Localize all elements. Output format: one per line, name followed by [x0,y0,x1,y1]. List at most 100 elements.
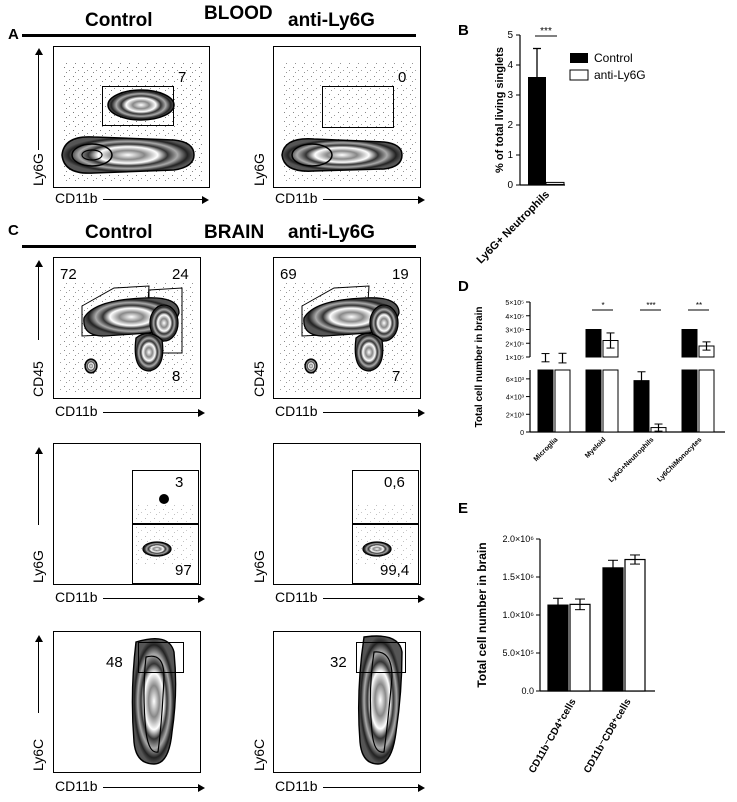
brain-anti-cd45-plot: 69 19 7 [273,257,421,399]
brain-anti-cd45-pct-3: 7 [392,368,401,385]
brain-control-cd45-x-arrow [103,412,199,413]
brain-anti-ly6c-xlabel: CD11b [275,778,318,794]
blood-control-xlabel: CD11b [55,190,98,206]
chart-b-legend-anti: anti-Ly6G [594,68,646,82]
chart-b-ylabel: % of total living singlets [494,47,506,173]
chart-d-sig-1: * [601,301,604,310]
chart-b-ytick-label-0: 0 [507,180,513,191]
chart-e-category-1: CD11b⁻CD8⁺cells [582,697,634,776]
brain-control-ly6g-ylabel: Ly6G [30,550,46,583]
chart-d-ytick-upper-label-0: 1×10⁵ [505,355,524,362]
blood-control-y-arrowhead [35,48,43,55]
chart-b-ytick-label-5: 5 [507,30,513,41]
chart-e-ytick-label-4: 2.0×10⁶ [503,534,535,544]
chart-e-category-0: CD11b⁻CD4⁺cells [527,697,579,776]
brain-anti-ly6g-pct-top: 0,6 [384,474,405,491]
blood-anti-ylabel: Ly6G [251,153,267,186]
brain-control-ly6g-plot: 3 97 [53,443,201,585]
chart-d-bar-3-0-lower [681,369,698,433]
brain-anti-ly6g-x-arrowhead [418,595,425,603]
blood-anti-x-arrow [323,199,419,200]
brain-anti-ly6g-pct-bottom: 99,4 [380,562,410,579]
chart-d-sig-3: ** [696,301,702,310]
chart-d-ytick-lower-label-2: 4×10³ [506,395,525,402]
chart-e-bar-1-1 [624,558,646,692]
chart-d-sig-2: *** [646,301,655,310]
brain-control-ly6g-y-arrow [38,450,39,525]
chart-d-bar-1-0-upper [585,329,602,358]
brain-anti-cd45-pct-1: 69 [280,266,297,283]
chart-e-ytick-label-0: 0.0 [521,686,534,696]
brain-control-ly6c-pct: 48 [106,654,123,671]
brain-control-cd45-x-arrowhead [198,409,205,417]
chart-b-bar-anti [545,181,565,185]
brain-anti-ly6g-gate-bottom [352,524,419,584]
brain-control-ly6g-y-arrowhead [35,447,43,454]
brain-control-cd45-xlabel: CD11b [55,403,98,419]
brain-control-cd45-pct-1: 72 [60,266,77,283]
brain-control-ly6c-y-arrow [38,638,39,713]
chart-b-ytick-label-3: 3 [507,90,513,101]
brain-anti-header: anti-Ly6G [288,222,375,243]
brain-anti-ly6g-xlabel: CD11b [275,589,318,605]
chart-b-ytick-label-4: 4 [507,60,513,71]
brain-control-ly6c-gate [138,642,184,673]
brain-anti-ly6c-gate [356,642,406,673]
brain-header: BRAIN [204,222,265,243]
chart-b-legend-swatch-control [570,53,588,63]
brain-anti-cd45-xlabel: CD11b [275,403,318,419]
panel-letter-a: A [8,26,19,43]
blood-control-gate-pct: 7 [178,69,187,86]
brain-control-ly6g-x-arrow [103,598,199,599]
chart-b-category: Ly6G+ Neutrophils [475,189,553,267]
brain-control-ly6c-x-arrow [103,787,199,788]
chart-d-ytick-upper-label-1: 2×10⁵ [505,341,524,348]
chart-d-bar-0-0-lower [537,369,554,433]
chart-b-legend-swatch-anti [569,69,589,81]
chart-d-bar-1-0-lower [585,369,602,433]
brain-control-ly6c-ylabel: Ly6C [30,738,46,771]
brain-control-cd45-pct-2: 24 [172,266,189,283]
chart-d-ytick-upper-label-4: 5×10⁵ [505,300,524,307]
brain-control-ly6g-x-arrowhead [198,595,205,603]
blood-control-ylabel: Ly6G [30,153,46,186]
chart-e-ytick-label-2: 1.0×10⁶ [503,610,535,620]
panel-letter-d: D [458,278,469,295]
brain-anti-ly6c-pct: 32 [330,654,347,671]
chart-d-ytick-lower-label-1: 2×10³ [506,412,525,419]
brain-control-cd45-pct-3: 8 [172,368,181,385]
blood-control-y-arrow [38,50,39,150]
chart-d-bar-3-1-lower [698,369,715,433]
brain-anti-ly6g-ylabel: Ly6G [251,550,267,583]
blood-anti-plot: 0 [273,46,421,188]
panel-letter-c: C [8,222,19,239]
blood-anti-xlabel: CD11b [275,190,318,206]
chart-b-legend-control: Control [594,51,633,65]
blood-anti-header: anti-Ly6G [288,10,375,31]
brain-control-ly6c-xlabel: CD11b [55,778,98,794]
brain-anti-ly6c-plot: 32 [273,631,421,773]
chart-d-bar-1-1-lower [602,369,619,433]
blood-anti-gate-pct: 0 [398,69,407,86]
blood-anti-x-arrowhead [418,196,425,204]
brain-header-rule [22,245,416,248]
blood-header-rule [22,34,416,37]
brain-anti-cd45-ylabel: CD45 [251,361,267,397]
brain-anti-cd45-x-arrowhead [418,409,425,417]
chart-d-category-3: Ly6ChiMonocytes [656,436,703,483]
chart-e-bar-0-0 [547,604,569,692]
chart-b-sig: *** [540,26,552,37]
panel-letter-b: B [458,22,469,39]
brain-control-cd45-y-arrowhead [35,260,43,267]
chart-d-ytick-lower-label-0: 0 [520,430,524,437]
chart-b-bar-control [528,77,546,185]
brain-control-ly6g-gate-bottom [132,524,199,584]
chart-d-ytick-upper-label-2: 3×10⁵ [505,328,524,335]
chart-e-bar-1-0 [602,567,624,692]
chart-d: 1×10⁵2×10⁵3×10⁵4×10⁵5×10⁵02×10³4×10³6×10… [474,300,725,484]
panel-letter-e: E [458,500,469,517]
brain-control-ly6g-gate-top [132,470,199,524]
blood-header: BLOOD [204,3,273,24]
